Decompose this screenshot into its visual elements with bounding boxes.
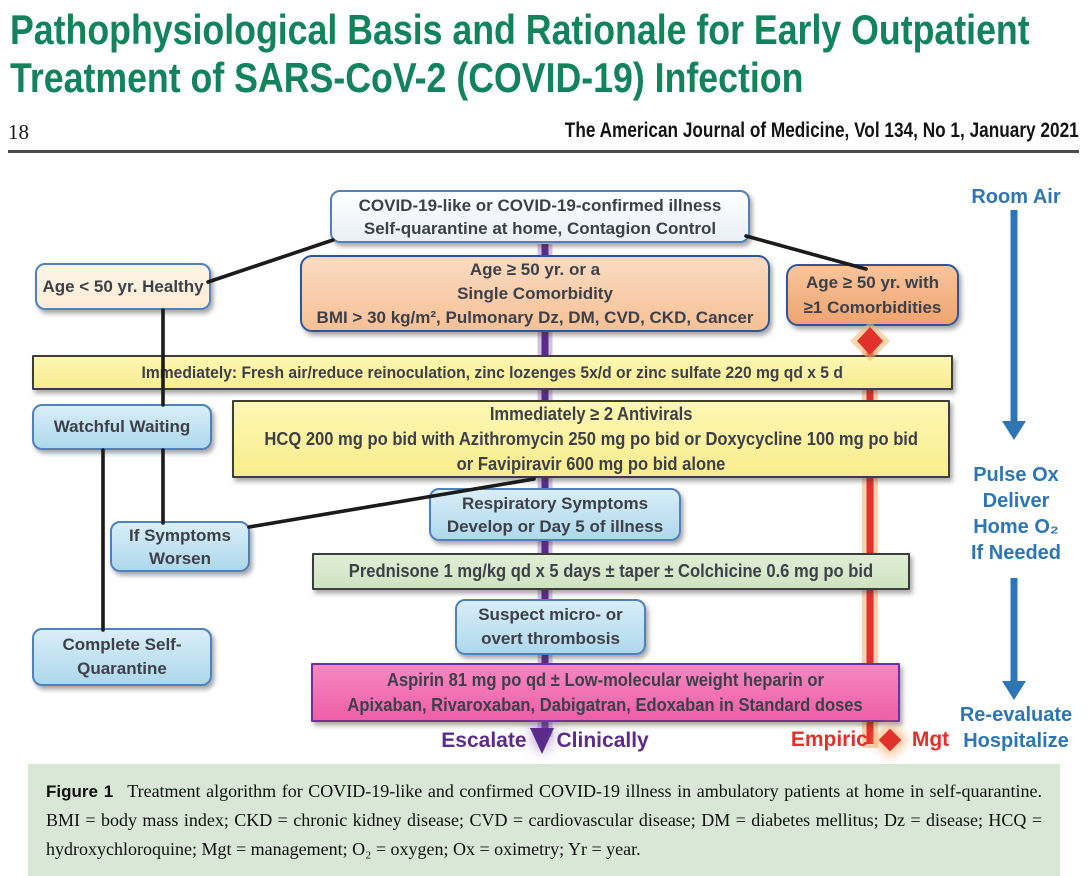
rail-line: Deliver <box>982 490 1050 512</box>
node-respiratory-symptoms: Respiratory Symptoms Develop or Day 5 of… <box>429 488 681 541</box>
escalate-arrowhead-icon <box>529 728 554 754</box>
page-title-line-1: Pathophysiological Basis and Rationale f… <box>10 6 1030 53</box>
reevaluate-arrowhead-icon <box>1002 681 1026 700</box>
clinically-text: Clinically <box>556 729 649 752</box>
escalate-text: Escalate <box>441 729 527 752</box>
figure-caption-text: Treatment algorithm for COVID-19-like an… <box>46 781 1043 859</box>
figure-label: Figure 1 <box>46 782 114 801</box>
node-age-under-50-label: Age < 50 yr. Healthy <box>42 276 204 296</box>
header-rule <box>8 150 1079 153</box>
node-age-mid-line: BMI > 30 kg/m², Pulmonary Dz, DM, CVD, C… <box>316 307 754 327</box>
node-immediately-zinc: Immediately: Fresh air/reduce reinoculat… <box>32 355 953 390</box>
page-title-line-2: Treatment of SARS-CoV-2 (COVID-19) Infec… <box>10 54 804 101</box>
escalate-clinically-label: Escalate Clinically <box>350 728 740 754</box>
empiric-mgt-label: Empiric Mgt <box>720 728 1020 752</box>
node-age-mid-line: Single Comorbidity <box>457 283 613 303</box>
empiric-text: Empiric <box>790 728 868 751</box>
rail-line: Home O₂ <box>973 516 1059 538</box>
empiric-diamond-top <box>857 327 883 355</box>
node-watchful-waiting: Watchful Waiting <box>32 404 212 450</box>
journal-reference: The American Journal of Medicine, Vol 13… <box>565 119 1079 142</box>
node-age-high-line: Age ≥ 50 yr. with <box>805 273 940 292</box>
node-complete-self-quarantine: Complete Self- Quarantine <box>32 628 212 686</box>
node-zinc-label: Immediately: Fresh air/reduce reinoculat… <box>141 362 844 382</box>
node-illness-self-quarantine: COVID-19-like or COVID-19-confirmed illn… <box>330 190 750 243</box>
mgt-text: Mgt <box>911 728 950 751</box>
node-thrombosis-line: Suspect micro- or <box>478 605 623 624</box>
node-thrombosis-line: overt thrombosis <box>481 629 620 648</box>
rail-line: Pulse Ox <box>973 464 1059 486</box>
node-worsen-line: Worsen <box>148 548 212 568</box>
rail-line: Re-evaluate <box>959 704 1073 726</box>
node-illness-line: Self-quarantine at home, Contagion Contr… <box>363 218 717 238</box>
node-antivirals-line: or Favipiravir 600 mg po bid alone <box>456 453 726 474</box>
node-if-symptoms-worsen: If Symptoms Worsen <box>110 521 250 572</box>
node-prednisone: Prednisone 1 mg/kg qd x 5 days ± taper ±… <box>312 553 910 590</box>
node-age-high-line: ≥1 Comorbidities <box>803 298 942 317</box>
node-watchful-label: Watchful Waiting <box>53 417 191 436</box>
node-age-over-50-single-comorbidity: Age ≥ 50 yr. or a Single Comorbidity BMI… <box>300 255 770 332</box>
node-aspirin-line: Aspirin 81 mg po qd ± Low-molecular weig… <box>387 669 824 690</box>
node-quarantine-line: Complete Self- <box>62 635 182 654</box>
page-title: Pathophysiological Basis and Rationale f… <box>10 6 1087 102</box>
node-age-over-50-comorbidities: Age ≥ 50 yr. with ≥1 Comorbidities <box>786 264 959 326</box>
node-aspirin-line: Apixaban, Rivaroxaban, Dabigatran, Edoxa… <box>347 694 864 715</box>
node-quarantine-line: Quarantine <box>77 659 167 678</box>
node-respiratory-line: Develop or Day 5 of illness <box>446 516 664 536</box>
room-air-arrowhead-icon <box>1002 421 1026 440</box>
node-illness-line: COVID-19-like or COVID-19-confirmed illn… <box>358 195 722 215</box>
rail-line: If Needed <box>970 542 1062 564</box>
node-antivirals: Immediately ≥ 2 Antivirals HCQ 200 mg po… <box>232 400 950 478</box>
node-age-under-50-healthy: Age < 50 yr. Healthy <box>35 263 211 310</box>
rail-room-air-label: Room Air <box>971 186 1061 208</box>
node-suspect-thrombosis: Suspect micro- or overt thrombosis <box>455 599 646 655</box>
node-aspirin-anticoagulants: Aspirin 81 mg po qd ± Low-molecular weig… <box>311 663 900 722</box>
rail-line: Hospitalize <box>963 730 1069 752</box>
node-age-mid-line: Age ≥ 50 yr. or a <box>469 259 601 279</box>
node-prednisone-label: Prednisone 1 mg/kg qd x 5 days ± taper ±… <box>348 561 874 581</box>
empiric-diamond-icon <box>878 728 902 752</box>
node-worsen-line: If Symptoms <box>128 525 232 545</box>
rail-pulse-ox-block: Pulse Ox Deliver Home O₂ If Needed <box>945 462 1087 566</box>
node-antivirals-line: Immediately ≥ 2 Antivirals <box>489 403 693 424</box>
node-antivirals-line: HCQ 200 mg po bid with Azithromycin 250 … <box>264 428 918 449</box>
page-number: 18 <box>8 120 29 144</box>
rail-reevaluate-block: Re-evaluate Hospitalize <box>945 702 1087 754</box>
node-respiratory-line: Respiratory Symptoms <box>461 493 649 513</box>
